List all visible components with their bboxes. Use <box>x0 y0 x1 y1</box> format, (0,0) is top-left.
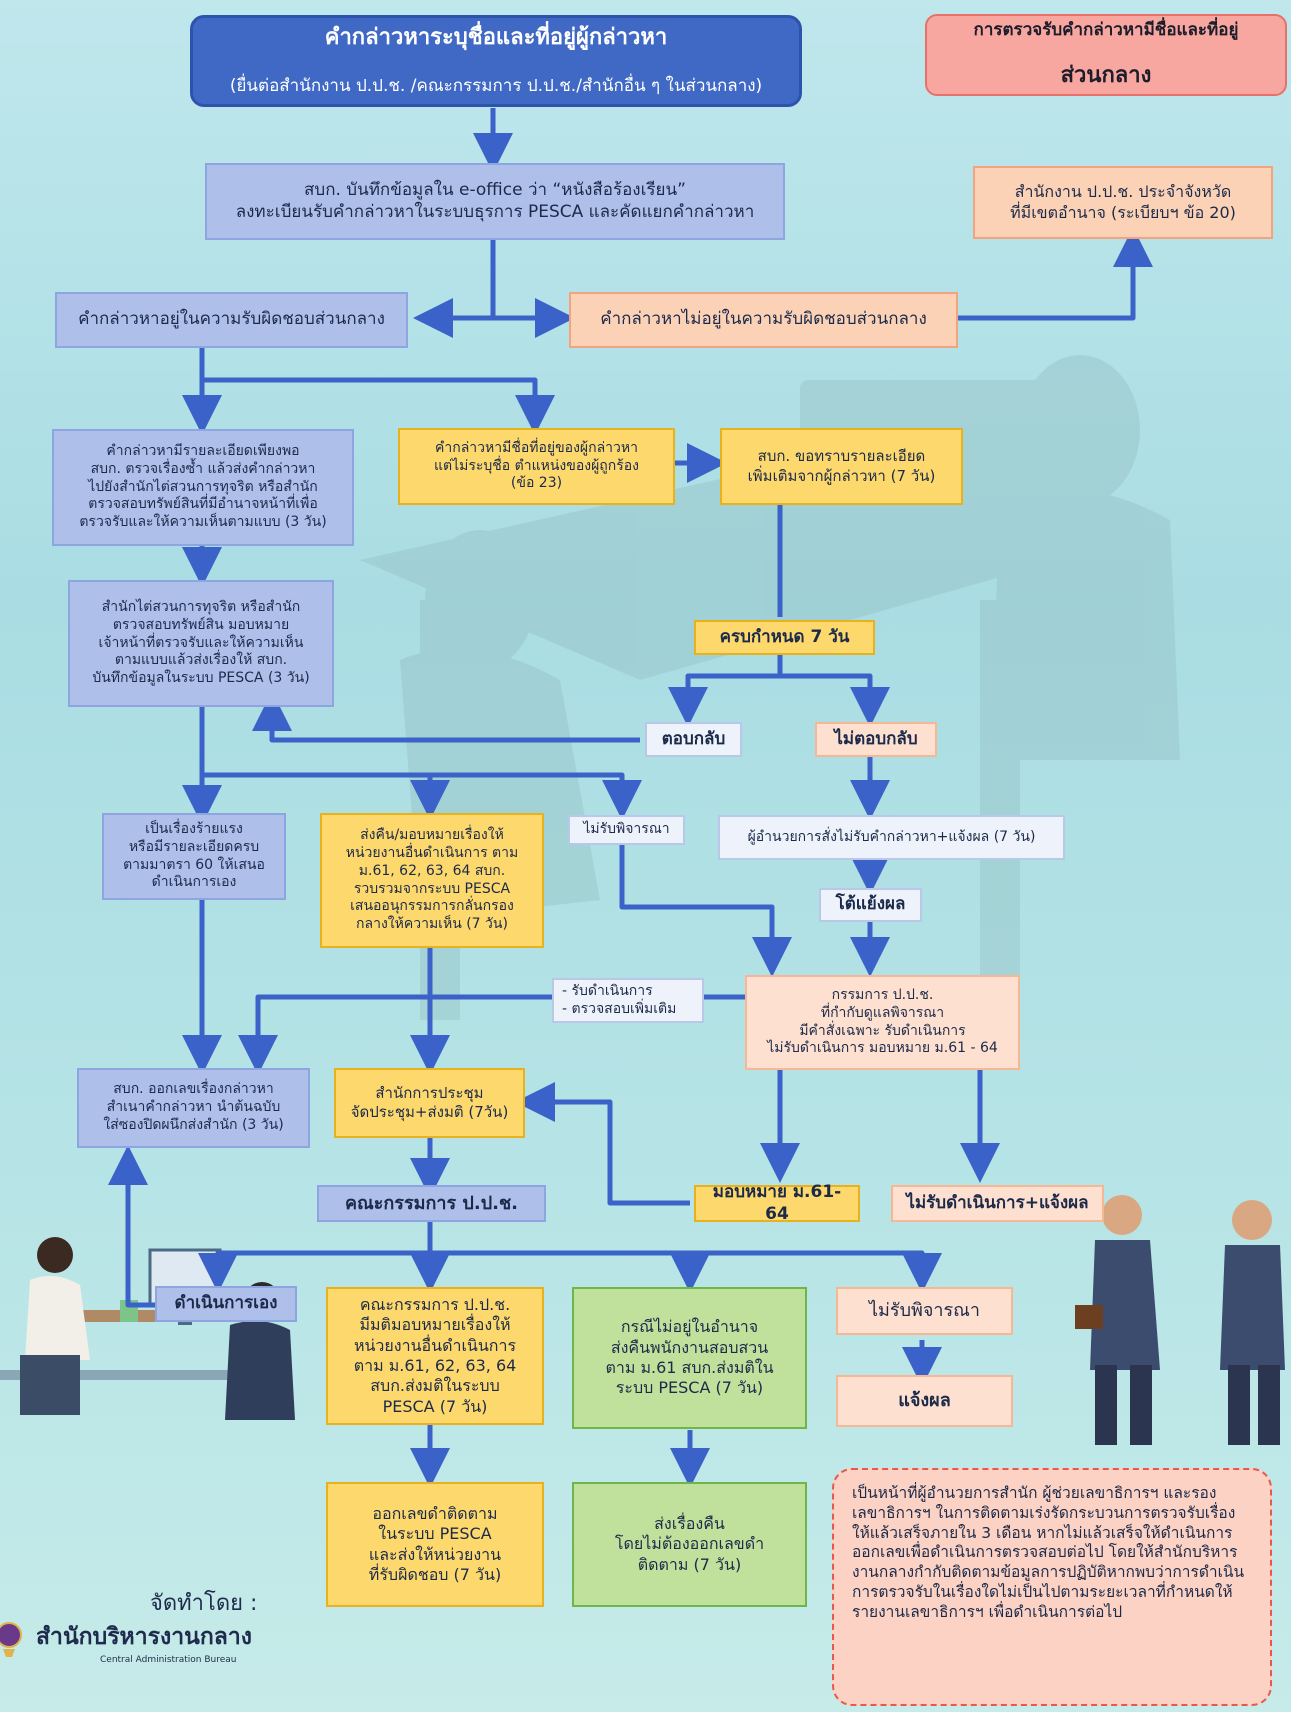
section-title-line2: ส่วนกลาง <box>1060 63 1152 89</box>
not-consider-box-1: ไม่รับพิจารณา <box>568 815 685 845</box>
issue-number-box: สบก. ออกเลขเรื่องกล่าวหา สำเนาคำกล่าวหา … <box>77 1068 310 1148</box>
sufficient-detail-box: คำกล่าวหามีรายละเอียดเพียงพอ สบก. ตรวจเร… <box>52 429 354 546</box>
committee-resolution-box: คณะกรรมการ ป.ป.ช. มีมติมอบหมายเรื่องให้ … <box>326 1287 544 1425</box>
director-order-box: ผู้อำนวยการสั่งไม่รับคำกล่าวหา+แจ้งผล (7… <box>718 815 1065 860</box>
request-details-box: สบก. ขอทราบรายละเอียด เพิ่มเติมจากผู้กล่… <box>720 428 963 505</box>
not-proceed-notify-box: ไม่รับดำเนินการ+แจ้งผล <box>891 1185 1104 1222</box>
no-reply-box: ไม่ตอบกลับ <box>815 722 937 757</box>
meeting-office-box: สำนักการประชุม จัดประชุม+ส่งมติ (7วัน) <box>334 1068 525 1138</box>
businessmen-illustration <box>1075 1195 1285 1445</box>
options-box: - รับดำเนินการ - ตรวจสอบเพิ่มเติม <box>552 978 704 1023</box>
subtitle-text: (ยื่นต่อสำนักงาน ป.ป.ช. /คณะกรรมการ ป.ป.… <box>229 76 763 97</box>
deadline-7-days-box: ครบกำหนด 7 วัน <box>694 620 875 655</box>
out-of-authority-box: กรณีไม่อยู่ในอำนาจ ส่งคืนพนักงานสอบสวน ต… <box>572 1287 807 1429</box>
nacc-seal-logo <box>0 1622 22 1657</box>
unnamed-accused-box: คำกล่าวหามีชื่อที่อยู่ของผู้กล่าวหา แต่ไ… <box>398 428 675 505</box>
organization-name: สำนักบริหารงานกลาง <box>36 1624 253 1650</box>
section-title-card: การตรวจรับคำกล่าวหามีชื่อและที่อยู่ ส่วน… <box>925 14 1287 96</box>
office-scene-illustration <box>0 1237 295 1420</box>
serious-case-box: เป็นเรื่องร้ายแรง หรือมีรายละเอียดครบ ตา… <box>102 813 286 900</box>
flowchart-title: คำกล่าวหาระบุชื่อและที่อยู่ผู้กล่าวหา (ย… <box>190 15 802 107</box>
commissioner-box: กรรมการ ป.ป.ช. ที่กำกับดูแลพิจารณา มีคำส… <box>745 975 1020 1070</box>
organization-name-en: Central Administration Bureau <box>100 1655 237 1665</box>
proceed-self-box: ดำเนินการเอง <box>155 1286 297 1322</box>
section-title-line1: การตรวจรับคำกล่าวหามีชื่อและที่อยู่ <box>973 19 1239 40</box>
notify-result-box: แจ้งผล <box>836 1375 1013 1427</box>
bureau-assign-box: สำนักไต่สวนการทุจริต หรือสำนัก ตรวจสอบทร… <box>68 580 334 707</box>
reply-box: ตอบกลับ <box>645 722 742 757</box>
not-consider-box-2: ไม่รับพิจารณา <box>836 1287 1013 1335</box>
footer-credit: จัดทำโดย : สำนักบริหารงานกลาง Central Ad… <box>0 1585 300 1710</box>
central-responsibility-box: คำกล่าวหาอยู่ในความรับผิดชอบส่วนกลาง <box>55 292 408 348</box>
not-central-responsibility-box: คำกล่าวหาไม่อยู่ในความรับผิดชอบส่วนกลาง <box>569 292 958 348</box>
record-step-box: สบก. บันทึกข้อมูลใน e-office ว่า “หนังสื… <box>205 163 785 240</box>
nacc-committee-box: คณะกรรมการ ป.ป.ช. <box>317 1185 546 1222</box>
responsibility-note: เป็นหน้าที่ผู้อำนวยการสำนัก ผู้ช่วยเลขาธ… <box>832 1468 1272 1706</box>
assign-61-64-box: มอบหมาย ม.61-64 <box>694 1182 860 1224</box>
appeal-box: โต้แย้งผล <box>819 888 922 922</box>
made-by-label: จัดทำโดย : <box>150 1591 258 1616</box>
title-text: คำกล่าวหาระบุชื่อและที่อยู่ผู้กล่าวหา <box>324 24 668 50</box>
tracking-number-box: ออกเลขดำติดตาม ในระบบ PESCA และส่งให้หน่… <box>326 1482 544 1607</box>
return-assign-box: ส่งคืน/มอบหมายเรื่องให้ หน่วยงานอื่นดำเน… <box>320 813 544 948</box>
return-no-number-box: ส่งเรื่องคืน โดยไม่ต้องออกเลขดำ ติดตาม (… <box>572 1482 807 1607</box>
provincial-office-box: สำนักงาน ป.ป.ช. ประจำจังหวัด ที่มีเขตอำน… <box>973 166 1273 239</box>
